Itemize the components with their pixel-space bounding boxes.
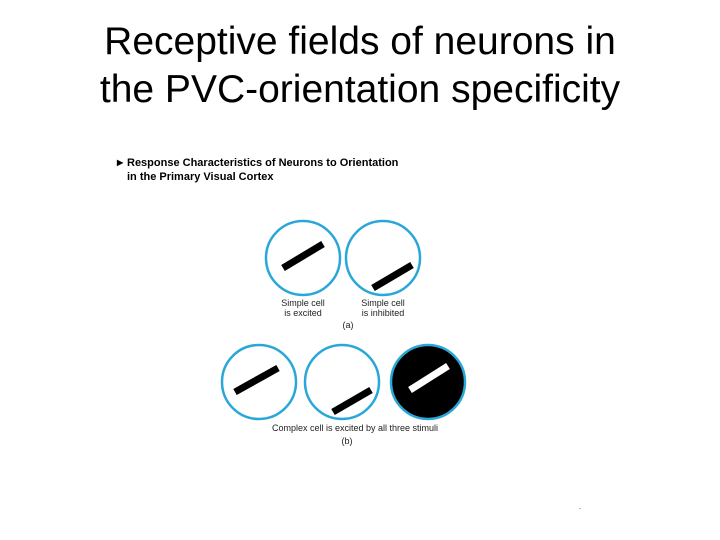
caption-bullet-icon: ▶ [117, 158, 124, 167]
panel-b [220, 343, 467, 421]
simple-cell-excited-field [264, 219, 342, 297]
receptive-field-circle [344, 219, 422, 297]
stimulus-bar [281, 240, 325, 272]
simple-cell-inhibited-label: Simple cell is inhibited [343, 298, 423, 318]
stimulus-bar-light [408, 363, 450, 393]
caption-line-1: Response Characteristics of Neurons to O… [127, 157, 399, 169]
figure-caption: ▶ Response Characteristics of Neurons to… [117, 156, 398, 184]
complex-cell-field-3 [389, 343, 467, 421]
complex-cell-field-2 [303, 343, 381, 421]
title-line-1: Receptive fields of neurons in [104, 20, 616, 63]
receptive-field-circle [303, 343, 381, 421]
stimulus-bar [371, 261, 414, 292]
stimulus-bar [233, 364, 280, 396]
label-line-1: Simple cell [361, 298, 405, 308]
label-line-1: Simple cell [281, 298, 325, 308]
complex-cell-field-1 [220, 343, 298, 421]
label-line-2: is inhibited [361, 308, 405, 318]
complex-cell-caption: Complex cell is excited by all three sti… [271, 423, 439, 433]
panel-b-label: (b) [341, 436, 353, 446]
caption-line-2: in the Primary Visual Cortex [127, 171, 274, 183]
panel-a [264, 219, 422, 297]
simple-cell-inhibited-field [344, 219, 422, 297]
simple-cell-excited-label: Simple cell is excited [263, 298, 343, 318]
label-line-2: is excited [284, 308, 322, 318]
footer-mark: . [578, 502, 582, 511]
title-line-2: the PVC-orientation specificity [99, 68, 621, 111]
slide-title: Receptive fields of neurons in the PVC-o… [0, 18, 720, 114]
stimulus-bar [331, 386, 373, 416]
panel-a-label: (a) [342, 320, 354, 330]
